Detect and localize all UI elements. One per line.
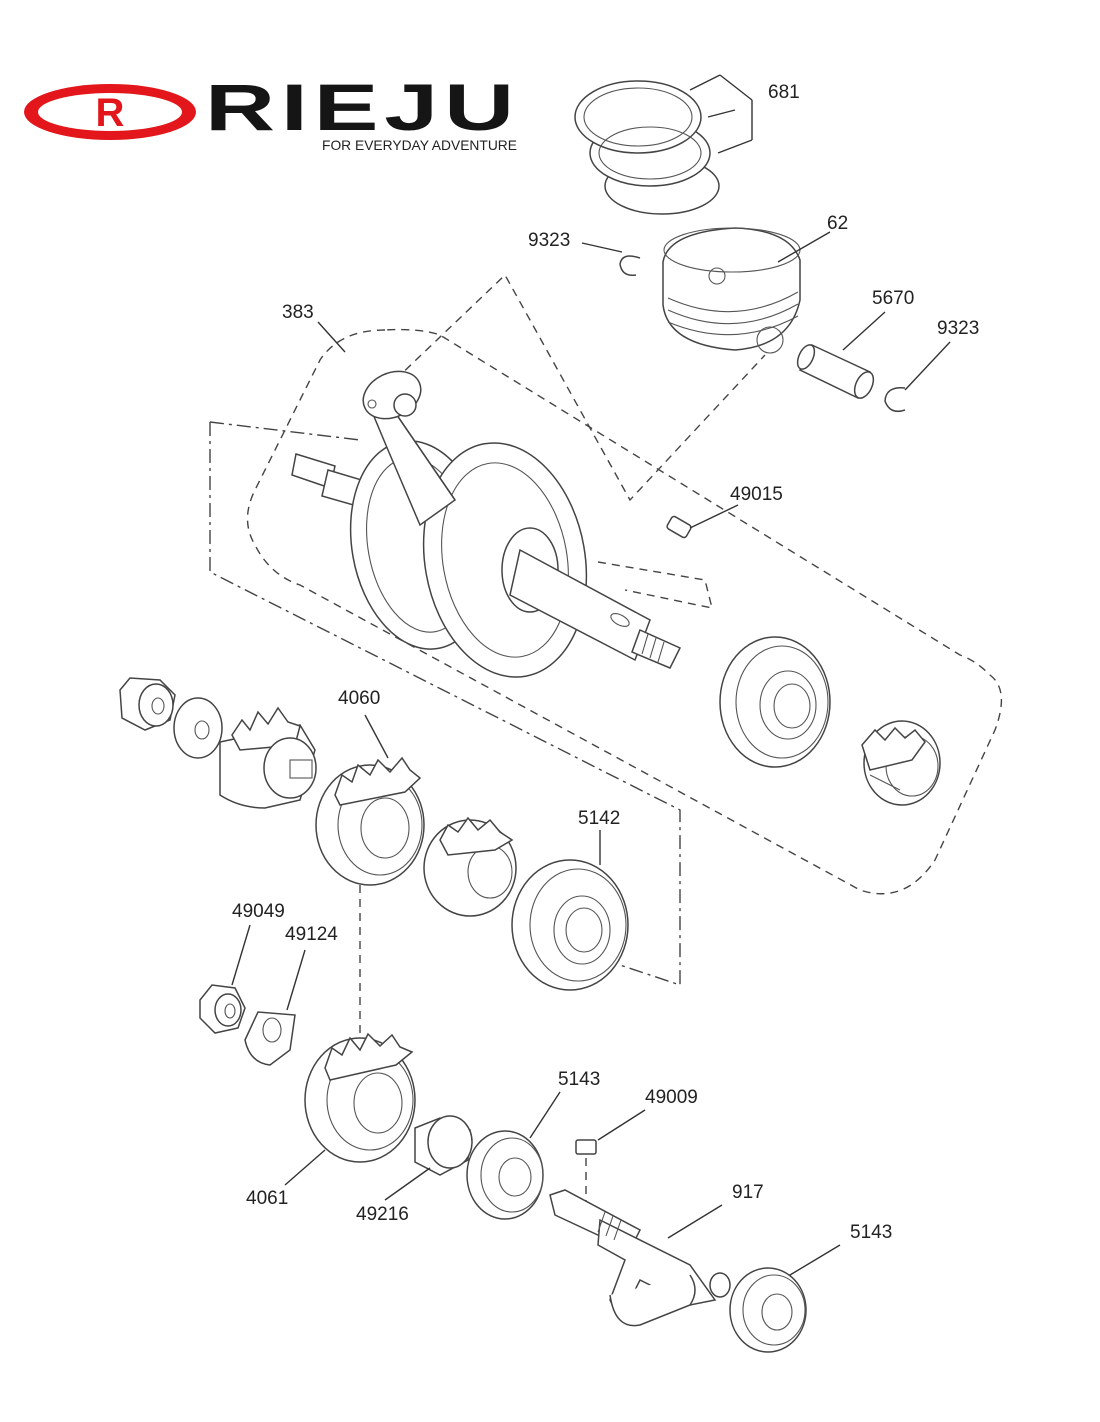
- brand-slogan: FOR EVERYDAY ADVENTURE: [322, 137, 517, 153]
- primary-pinion: [219, 706, 317, 809]
- label-9323-right: 9323: [937, 318, 979, 339]
- bearing-5143-upper: [466, 1130, 544, 1220]
- rieju-logo: R RIEJU FOR EVERYDAY ADVENTURE: [24, 70, 520, 153]
- crank-nut: [119, 677, 176, 731]
- label-5143-upper: 5143: [558, 1069, 600, 1090]
- label-49009: 49009: [645, 1087, 698, 1108]
- label-49216: 49216: [356, 1204, 409, 1225]
- key-49009: [575, 1139, 597, 1155]
- lock-washer-49124: [244, 1011, 296, 1066]
- leader-62: [777, 231, 831, 263]
- leader-49049: [231, 924, 251, 986]
- label-681: 681: [768, 82, 800, 103]
- leader-4061: [284, 1149, 326, 1186]
- label-5143-lower: 5143: [850, 1222, 892, 1243]
- kickstart-shaft: [549, 1189, 731, 1327]
- leader-49216: [384, 1167, 431, 1201]
- label-917: 917: [732, 1182, 764, 1203]
- gear-4061: [304, 1032, 416, 1163]
- leader-9323-right: [904, 341, 951, 391]
- brand-name: RIEJU: [205, 70, 520, 144]
- leader-49124: [286, 949, 306, 1011]
- label-4061: 4061: [246, 1188, 288, 1209]
- leader-5143-upper: [529, 1091, 561, 1139]
- projection-crank-left: [209, 421, 681, 986]
- woodruff-key: [666, 515, 692, 539]
- piston-pin: [796, 344, 875, 400]
- label-49124: 49124: [285, 924, 338, 945]
- spacer-49216: [414, 1115, 473, 1176]
- leader-49009: [597, 1109, 646, 1141]
- leader-383: [317, 321, 346, 353]
- drive-gear-small: [861, 720, 941, 806]
- main-bearing: [719, 636, 831, 768]
- bearing-5142: [511, 859, 629, 991]
- leader-9323-left: [581, 242, 623, 253]
- bearing-5143-lower: [729, 1267, 807, 1353]
- label-5142: 5142: [578, 808, 620, 829]
- leader-5670: [842, 311, 886, 351]
- gear-4060: [315, 756, 425, 886]
- gear-hub: [423, 816, 517, 917]
- label-383: 383: [282, 302, 314, 323]
- label-49049: 49049: [232, 901, 285, 922]
- leader-5143-lower: [789, 1244, 841, 1276]
- circlip-right: [884, 387, 906, 413]
- piston: [662, 227, 801, 354]
- label-62: 62: [827, 213, 848, 234]
- label-5670: 5670: [872, 288, 914, 309]
- nut-49049: [199, 984, 246, 1034]
- logo-letter: R: [96, 91, 125, 135]
- leader-49015: [689, 504, 739, 529]
- label-49015: 49015: [730, 484, 783, 505]
- label-9323-left: 9323: [528, 230, 570, 251]
- washer: [173, 697, 223, 759]
- projection-piston-to-rod: [394, 273, 766, 502]
- piston-rings: [574, 74, 753, 215]
- crankshaft-group-outline: [246, 328, 1003, 895]
- circlip-left: [619, 255, 641, 277]
- leader-917: [667, 1204, 723, 1239]
- label-4060: 4060: [338, 688, 380, 709]
- connecting-rod: [362, 370, 457, 527]
- leader-4060: [364, 714, 389, 759]
- crankshaft: [291, 440, 682, 678]
